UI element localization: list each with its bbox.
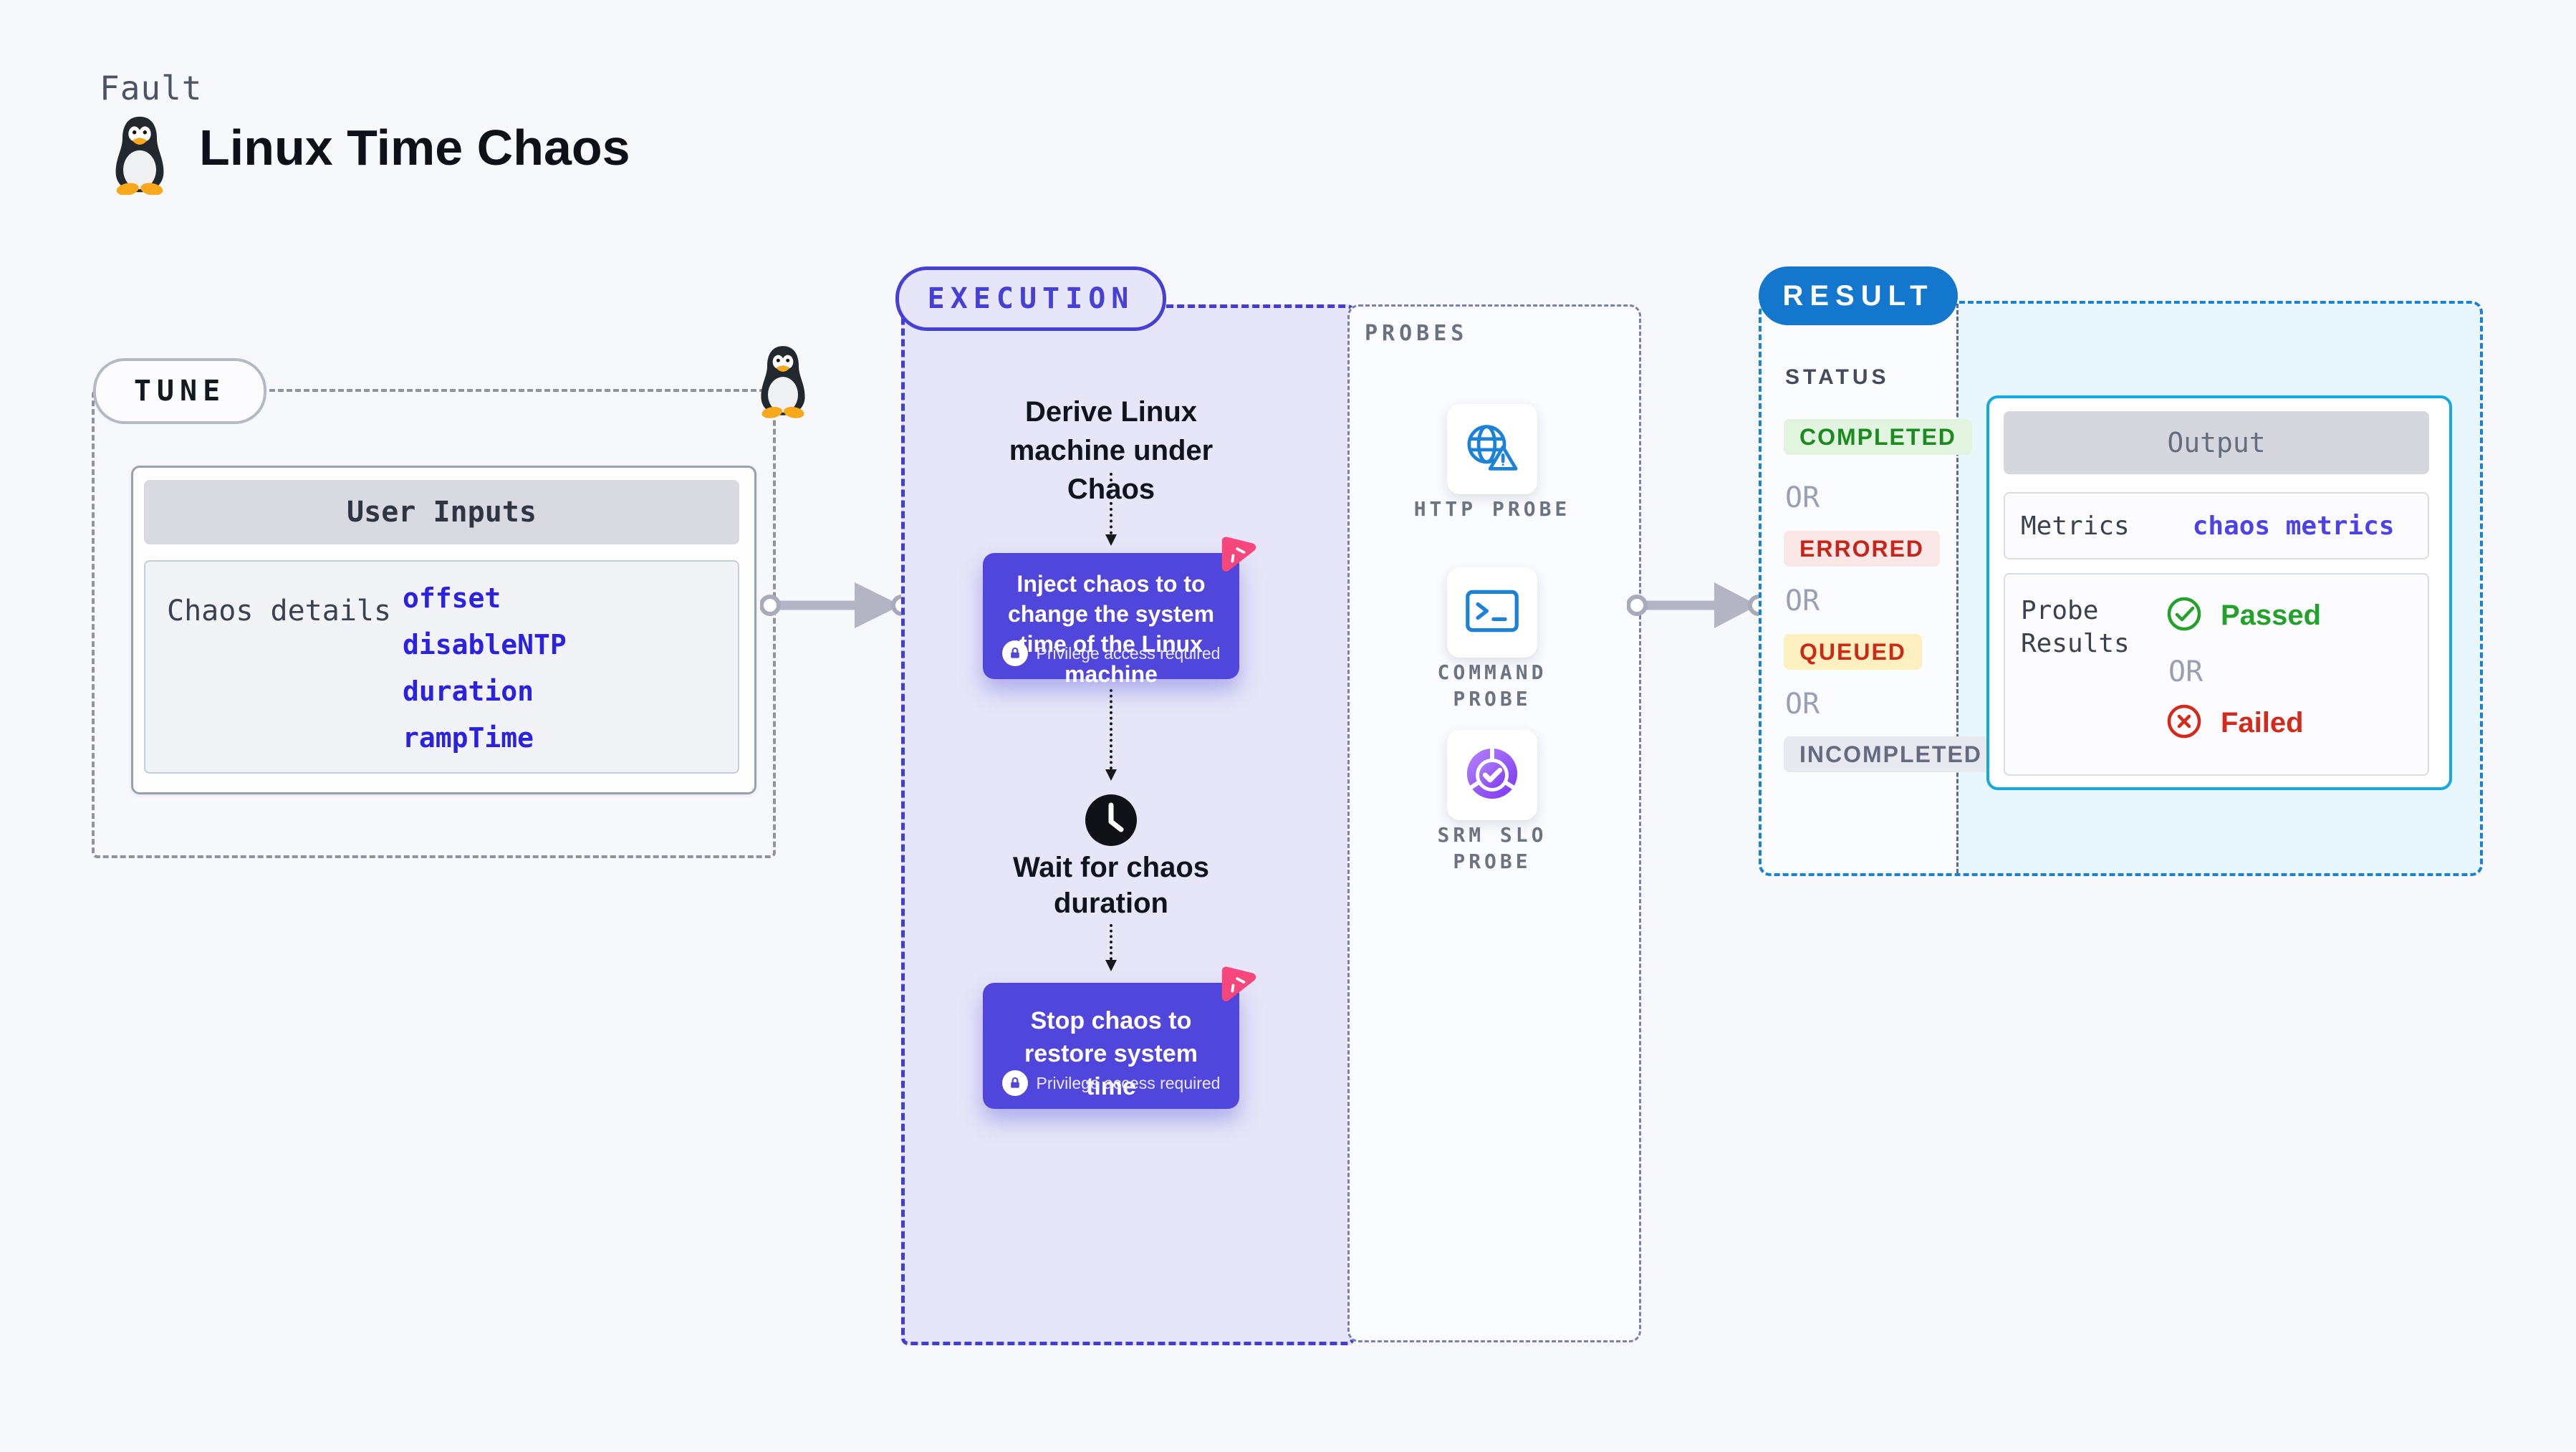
chaos-fault-icon bbox=[1214, 532, 1259, 575]
check-circle-icon bbox=[2166, 596, 2202, 635]
result-badge: RESULT bbox=[1759, 266, 1958, 325]
tune-to-execution-arrow bbox=[759, 573, 913, 638]
slo-donut-icon bbox=[1464, 746, 1520, 805]
page-title: Linux Time Chaos bbox=[199, 120, 630, 176]
privilege-note: Privilege access required bbox=[1036, 643, 1221, 663]
input-link-offset[interactable]: offset bbox=[403, 582, 501, 614]
lock-icon bbox=[1001, 640, 1028, 666]
wait-step-title: Wait for chaos duration bbox=[1012, 852, 1210, 919]
status-badge-errored: ERRORED bbox=[1784, 531, 1941, 567]
chaos-fault-icon bbox=[1214, 962, 1259, 1005]
input-link-disablentp[interactable]: disableNTP bbox=[403, 629, 567, 660]
input-links: offset disableNTP duration rampTime bbox=[403, 582, 567, 754]
input-link-ramptime[interactable]: rampTime bbox=[403, 722, 534, 754]
chaos-metrics-link[interactable]: chaos metrics bbox=[2192, 511, 2395, 541]
globe-alert-icon bbox=[1464, 423, 1521, 476]
or-separator: OR bbox=[1785, 585, 1820, 617]
input-link-duration[interactable]: duration bbox=[403, 675, 534, 707]
tux-penguin-small-icon bbox=[752, 341, 814, 418]
execution-badge: EXECUTION bbox=[895, 266, 1166, 331]
probe-results-row: Probe Results Passed OR F bbox=[2004, 573, 2429, 776]
metrics-label: Metrics bbox=[2021, 511, 2130, 541]
output-card: Output Metrics chaos metrics Probe Resul… bbox=[1986, 395, 2452, 790]
execution-to-result-arrow bbox=[1626, 573, 1769, 638]
passed-result: Passed bbox=[2166, 596, 2321, 635]
or-separator: OR bbox=[2168, 655, 2203, 688]
inject-chaos-node: Inject chaos to to change the system tim… bbox=[983, 537, 1256, 687]
status-label: STATUS bbox=[1785, 365, 1890, 389]
chaos-details-label: Chaos details bbox=[167, 595, 392, 628]
clock-icon bbox=[1084, 793, 1138, 847]
probe-results-label: Probe Results bbox=[2021, 596, 2130, 658]
srm-slo-probe-label: SRM SLO PROBE bbox=[1437, 823, 1547, 873]
lock-icon bbox=[1001, 1070, 1028, 1096]
passed-label: Passed bbox=[2221, 600, 2322, 631]
failed-result: Failed bbox=[2166, 703, 2304, 743]
probes-title: PROBES bbox=[1365, 321, 1469, 346]
http-probe-card bbox=[1447, 404, 1537, 494]
derive-step-title: Derive Linux machine under Chaos bbox=[1009, 396, 1213, 505]
stop-chaos-text: Stop chaos to restore system time bbox=[1024, 1007, 1198, 1100]
tux-penguin-icon bbox=[106, 112, 173, 196]
command-probe-card bbox=[1447, 567, 1537, 658]
or-separator: OR bbox=[1785, 688, 1820, 721]
flow-arrow-down-3 bbox=[1105, 924, 1117, 971]
x-circle-icon bbox=[2166, 703, 2202, 743]
command-probe-label: COMMAND PROBE bbox=[1437, 660, 1547, 711]
chaos-details-row: Chaos details offset disableNTP duration… bbox=[144, 560, 739, 774]
status-badge-incompleted: INCOMPLETED bbox=[1784, 736, 1998, 772]
inject-chaos-text: Inject chaos to to change the system tim… bbox=[1007, 571, 1215, 687]
or-separator: OR bbox=[1785, 481, 1820, 514]
fault-kicker: Fault bbox=[100, 69, 203, 107]
http-probe-label: HTTP PROBE bbox=[1413, 497, 1571, 521]
status-badge-completed: COMPLETED bbox=[1784, 419, 1972, 455]
flow-arrow-down-1 bbox=[1105, 473, 1117, 546]
srm-slo-probe-card bbox=[1447, 730, 1537, 820]
output-header: Output bbox=[2004, 411, 2429, 474]
stop-chaos-node: Stop chaos to restore system time Privil… bbox=[983, 966, 1256, 1109]
user-inputs-card: User Inputs Chaos details offset disable… bbox=[131, 466, 756, 794]
flow-arrow-down-2 bbox=[1105, 689, 1117, 781]
tune-section bbox=[92, 389, 776, 858]
failed-label: Failed bbox=[2221, 707, 2304, 739]
status-badge-queued: QUEUED bbox=[1784, 634, 1922, 670]
user-inputs-header: User Inputs bbox=[144, 480, 739, 544]
tune-badge: TUNE bbox=[93, 358, 266, 424]
privilege-note: Privilege access required bbox=[1036, 1073, 1221, 1092]
metrics-row: Metrics chaos metrics bbox=[2004, 492, 2429, 559]
terminal-icon bbox=[1465, 589, 1519, 637]
